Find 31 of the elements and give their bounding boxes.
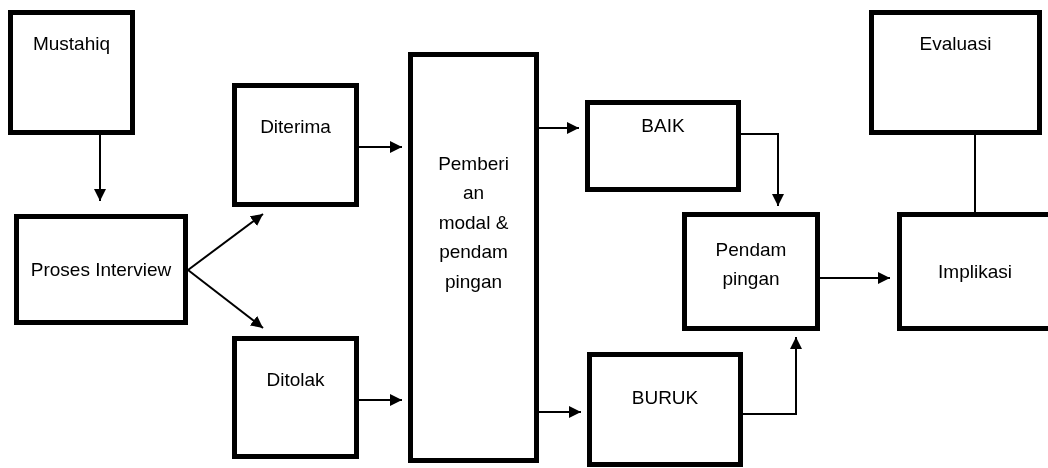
arrow	[94, 134, 106, 202]
process-box	[408, 52, 539, 463]
arrow	[740, 133, 784, 207]
process-box	[8, 10, 135, 135]
box-label: BAIK	[641, 114, 685, 138]
box-label: Ditolak	[266, 368, 325, 392]
box-label: Diterima	[260, 115, 331, 139]
arrow	[358, 394, 403, 406]
process-box	[682, 212, 820, 331]
arrow	[538, 406, 582, 418]
box-label: Pemberi an modal & pendam pingan	[437, 152, 510, 294]
box-label: Mustahiq	[32, 32, 111, 56]
process-box	[232, 83, 359, 207]
arrow	[742, 336, 802, 415]
box-label: Proses Interview	[30, 257, 172, 282]
process-box	[585, 100, 741, 192]
arrow	[187, 213, 264, 271]
box-label: Evaluasi	[919, 32, 992, 56]
process-box	[869, 10, 1042, 135]
process-box	[232, 336, 359, 459]
arrow	[187, 269, 264, 329]
process-box	[14, 214, 188, 325]
arrow	[819, 272, 891, 284]
process-box	[587, 352, 743, 467]
box-label: Pendam pingan	[714, 238, 788, 292]
process-box	[897, 212, 1048, 331]
arrow	[358, 141, 403, 153]
box-label: BURUK	[631, 386, 699, 410]
connector-line	[974, 134, 976, 213]
arrow	[538, 122, 580, 134]
box-label: Implikasi	[938, 259, 1012, 284]
